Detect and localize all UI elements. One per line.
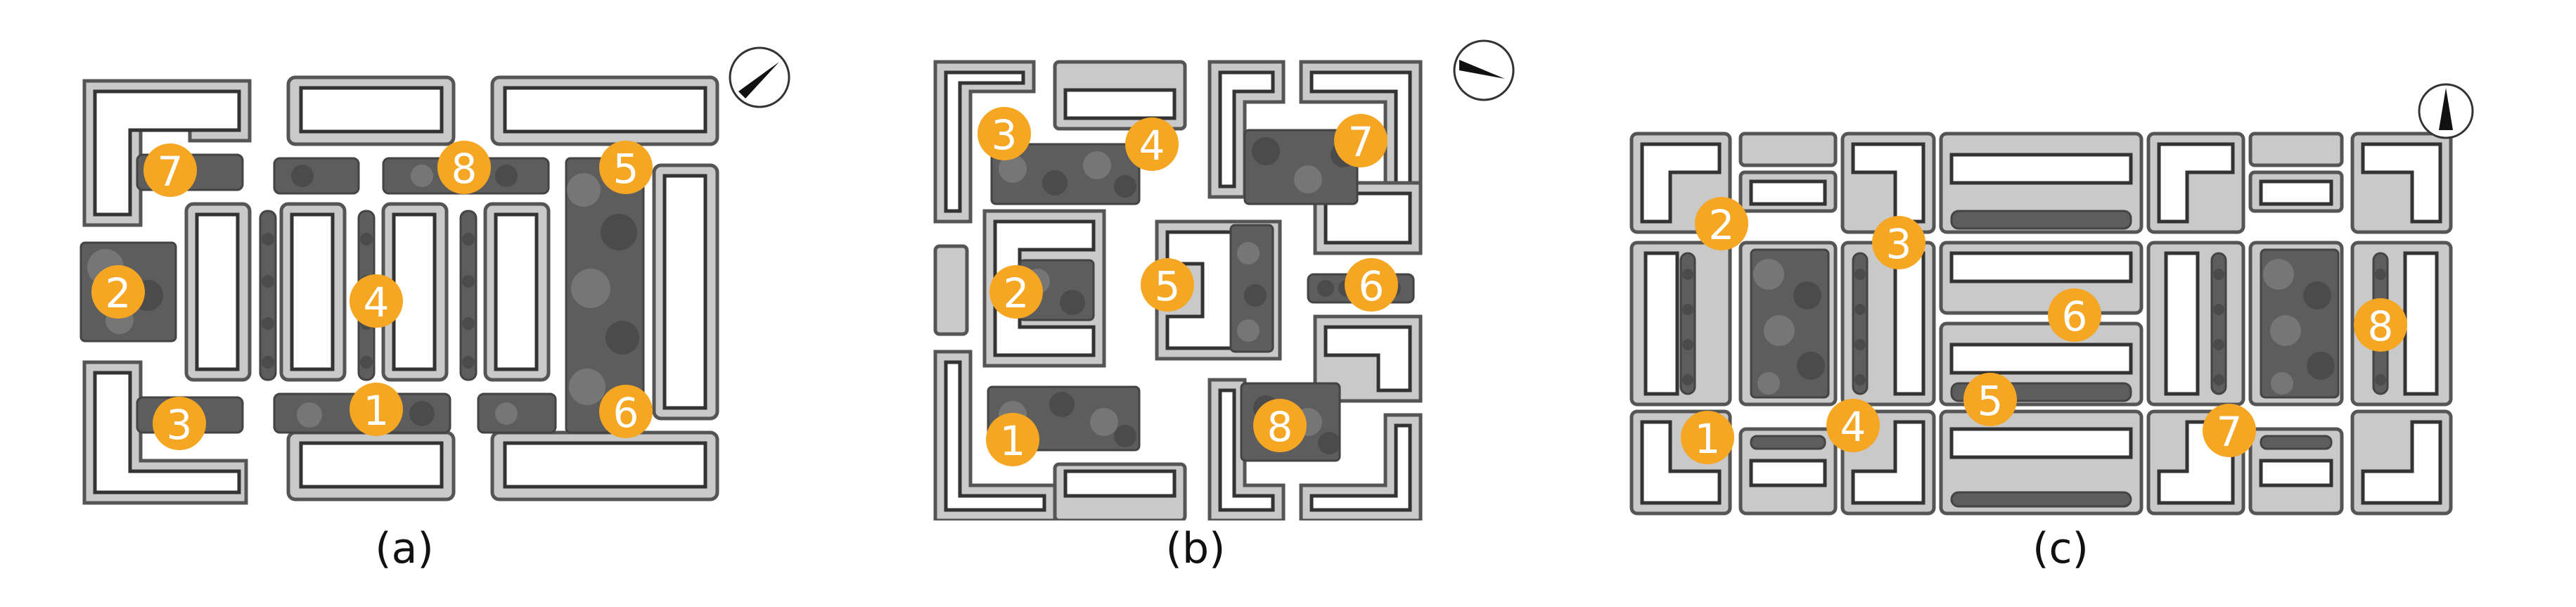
marker-a-1: 1: [350, 383, 403, 436]
marker-b-8: 8: [1253, 399, 1307, 452]
svg-text:4: 4: [1139, 122, 1165, 170]
north-arrow-icon: [1453, 39, 1515, 101]
panel-b: 1 2 3 4 5 6 7 8: [933, 39, 1515, 520]
svg-text:2: 2: [1004, 269, 1030, 317]
marker-c-1: 1: [1681, 411, 1734, 464]
marker-a-6: 6: [599, 385, 653, 438]
marker-b-3: 3: [978, 107, 1031, 160]
marker-c-4: 4: [1826, 399, 1880, 452]
north-arrow-icon: [729, 46, 790, 108]
svg-text:2: 2: [1709, 201, 1735, 249]
svg-text:3: 3: [1886, 220, 1912, 268]
svg-text:5: 5: [613, 145, 639, 193]
svg-text:5: 5: [1978, 377, 2004, 425]
svg-text:2: 2: [105, 269, 132, 317]
caption-a: (a): [375, 524, 434, 573]
svg-text:1: 1: [1695, 415, 1721, 463]
svg-text:8: 8: [2368, 302, 2394, 350]
svg-text:4: 4: [1840, 403, 1866, 451]
marker-b-2: 2: [989, 265, 1043, 319]
svg-text:1: 1: [1000, 417, 1026, 465]
marker-b-6: 6: [1345, 258, 1398, 312]
marker-c-2: 2: [1695, 197, 1748, 250]
svg-text:8: 8: [451, 145, 478, 193]
svg-text:8: 8: [1267, 403, 1293, 451]
marker-a-2: 2: [91, 265, 145, 319]
marker-b-5: 5: [1141, 258, 1194, 312]
caption-b: (b): [1165, 524, 1226, 573]
marker-a-5: 5: [599, 141, 653, 194]
svg-text:7: 7: [2217, 408, 2243, 456]
marker-a-4: 4: [350, 274, 403, 328]
marker-a-8: 8: [437, 141, 491, 194]
caption-c: (c): [2032, 524, 2089, 573]
svg-text:7: 7: [1348, 118, 1374, 166]
marker-b-7: 7: [1334, 114, 1388, 167]
svg-text:7: 7: [158, 148, 184, 196]
marker-a-7: 7: [143, 143, 197, 197]
svg-text:3: 3: [167, 401, 193, 449]
svg-text:6: 6: [2062, 293, 2088, 340]
marker-b-1: 1: [986, 413, 1039, 466]
north-arrow-icon: [2418, 83, 2474, 139]
panel-c: 1 2 3 4 5 6 7 8: [1629, 83, 2474, 516]
marker-c-7: 7: [2203, 404, 2256, 457]
svg-text:4: 4: [364, 279, 390, 326]
svg-text:6: 6: [1359, 262, 1385, 310]
marker-c-6: 6: [2048, 288, 2101, 342]
svg-text:3: 3: [992, 111, 1018, 159]
svg-text:1: 1: [364, 387, 390, 435]
panel-a: 1 2 3 4 5 6 7 8: [79, 46, 790, 505]
svg-text:6: 6: [613, 389, 639, 437]
svg-text:5: 5: [1155, 262, 1181, 310]
marker-c-3: 3: [1872, 216, 1925, 269]
marker-c-8: 8: [2354, 298, 2407, 352]
marker-a-3: 3: [153, 397, 206, 450]
marker-b-4: 4: [1125, 117, 1179, 171]
marker-c-5: 5: [1963, 373, 2017, 426]
